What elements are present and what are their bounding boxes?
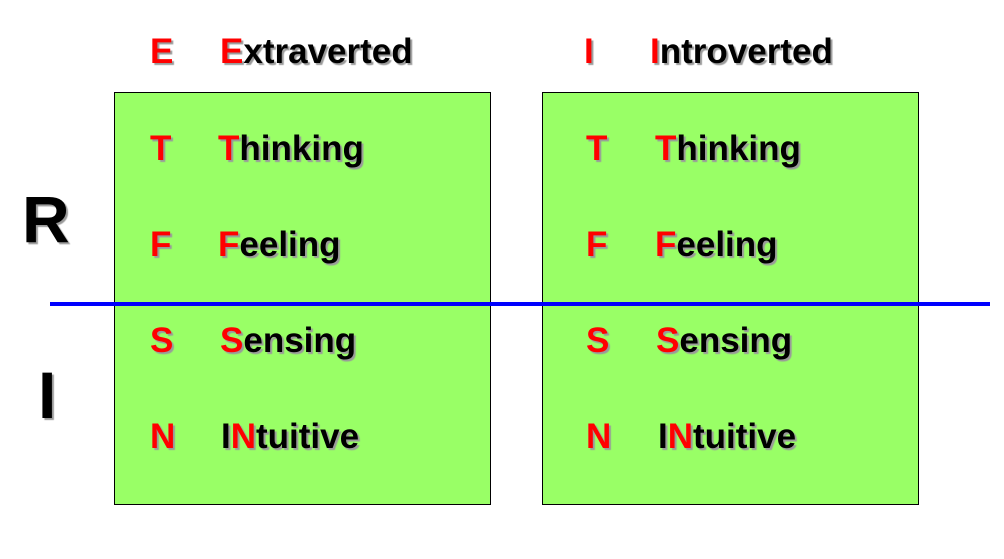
- right-box: T Thinking F Feeling S Sensing N INtuiti…: [542, 92, 919, 505]
- header-right-label: Introverted: [650, 34, 833, 69]
- left-item-code: S: [150, 321, 174, 360]
- right-item-code: T: [586, 129, 608, 168]
- header-right-code: I: [584, 32, 594, 71]
- left-item-code: F: [150, 225, 172, 264]
- header-right-label-first: I: [650, 32, 660, 71]
- left-item-label: Feeling: [218, 225, 341, 264]
- left-item-code: T: [150, 129, 172, 168]
- divider-line: [50, 302, 990, 306]
- right-item-code: F: [586, 225, 608, 264]
- left-item-label: Sensing: [220, 321, 357, 360]
- header-right-label-rest: ntroverted: [659, 32, 833, 71]
- left-box: T Thinking F Feeling S Sensing N INtuiti…: [114, 92, 491, 505]
- header-left-code: E: [150, 32, 174, 71]
- right-item-label: Feeling: [655, 225, 778, 264]
- left-item-label: Thinking: [218, 129, 364, 168]
- right-item-label: Sensing: [656, 321, 793, 360]
- right-item-code: N: [586, 417, 612, 456]
- left-item-label: INtuitive: [221, 417, 360, 456]
- left-item-code: N: [150, 417, 176, 456]
- side-label-bottom: I: [38, 358, 57, 432]
- header-left-label-first: E: [220, 32, 244, 71]
- header-left-label: Extraverted: [220, 34, 413, 69]
- right-item-label: Thinking: [655, 129, 801, 168]
- right-item-code: S: [586, 321, 610, 360]
- side-label-top: R: [22, 182, 70, 256]
- right-item-label: INtuitive: [658, 417, 797, 456]
- header-left-label-rest: xtraverted: [243, 32, 413, 71]
